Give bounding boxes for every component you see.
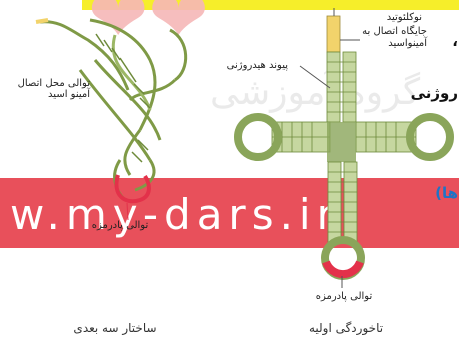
left-caption: ساختار سه بعدی (60, 321, 170, 335)
edge-blue-text: ها) (418, 184, 458, 202)
right-anticodon-label: توالی پادرمزه (296, 291, 392, 302)
left-amino-site-label: توالی محل اتصال آمینو اسید (2, 78, 90, 100)
left-anticodon-pointer (127, 203, 128, 220)
right-attach-label: جایگاه اتصال به آمینواسید (352, 26, 427, 50)
right-nucleotide-label: نوکلئوتید (352, 12, 422, 23)
right-caption: تاخوردگی اولیه (296, 321, 396, 335)
left-anticodon-label: توالی پادرمزه (80, 220, 160, 231)
edge-bold-text: روژنی (408, 84, 458, 102)
left-nucleotide-tip (36, 20, 48, 22)
left-3d-structure (40, 20, 186, 200)
left-anticodon-loop (117, 175, 149, 201)
right-cloverleaf (238, 8, 450, 288)
edge-mark: ، (444, 32, 458, 50)
right-hbond-label: پیوند هیدروژنی (198, 60, 288, 71)
